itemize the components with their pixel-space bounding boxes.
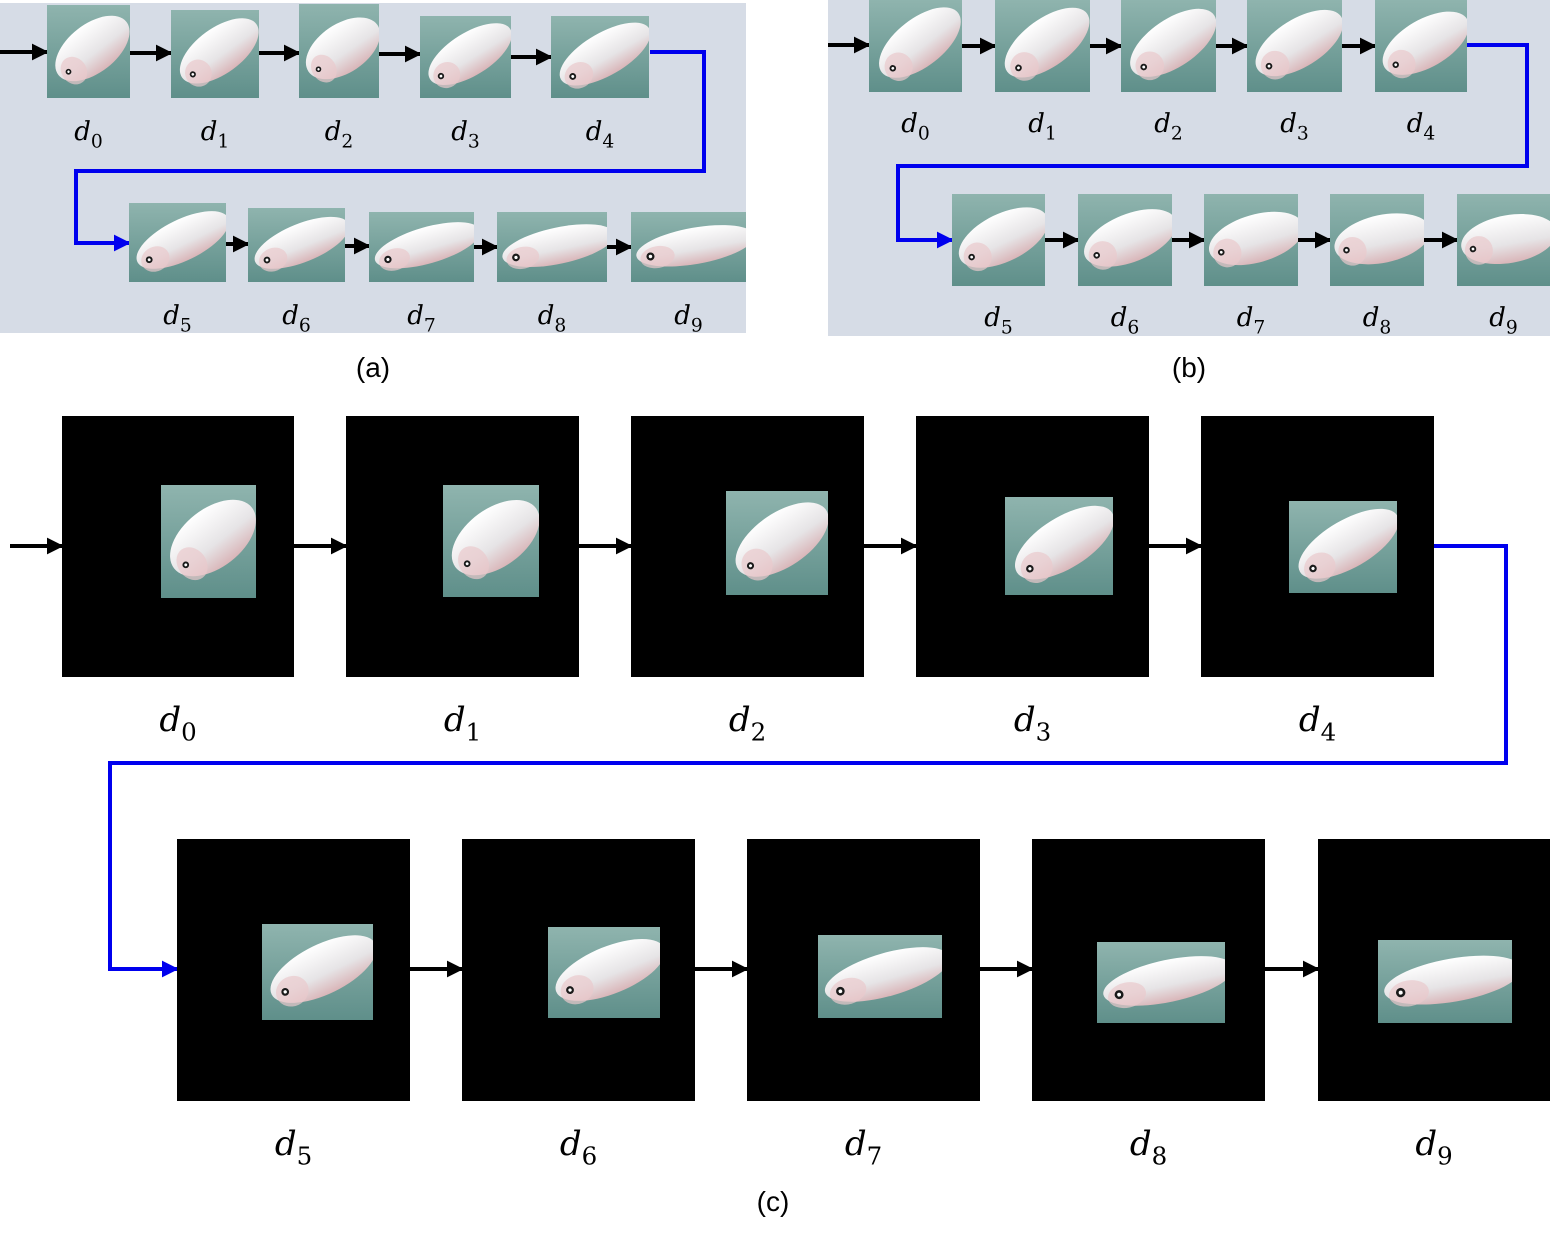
frame-label: d8 (1363, 303, 1392, 338)
fish-photo (869, 0, 962, 92)
fish-photo (952, 194, 1045, 286)
fish-photo (129, 203, 226, 282)
fish-photo (631, 212, 746, 282)
fish-photo (1121, 0, 1216, 92)
fish-photo (248, 208, 345, 282)
frame-label: d5 (163, 301, 192, 336)
fish-photo (818, 935, 942, 1018)
frame-label: d4 (586, 117, 615, 152)
frame-label: d1 (1028, 109, 1057, 144)
wrap-arrow (896, 43, 1529, 249)
frame-label: d7 (407, 301, 436, 336)
fish-photo (171, 10, 259, 98)
fish-photo (497, 212, 607, 282)
fish-photo (443, 485, 539, 597)
fish-photo (1375, 0, 1467, 92)
fish-photo (1330, 194, 1424, 286)
frame-label: d0 (901, 109, 930, 144)
frame-label: d5 (275, 1124, 312, 1171)
panel-c-caption: (c) (757, 1186, 790, 1217)
wrap-arrow (74, 50, 706, 252)
fish-photo (1078, 194, 1172, 286)
frame-label: d6 (282, 301, 311, 336)
frame-label: d3 (451, 117, 480, 152)
fish-photo (1247, 0, 1342, 92)
fish-photo (47, 5, 130, 98)
panel-b-caption: (b) (1172, 352, 1206, 383)
fish-photo (726, 491, 828, 595)
fish-photo (299, 4, 379, 98)
frame-label: d2 (1154, 109, 1183, 144)
frame-label: d4 (1299, 700, 1336, 747)
fish-photo (1457, 194, 1550, 286)
fish-photo (262, 924, 373, 1020)
fish-photo (1204, 194, 1298, 286)
frame-label: d7 (1237, 303, 1266, 338)
frame-label: d0 (159, 700, 196, 747)
fish-photo (551, 16, 649, 98)
fish-photo (995, 0, 1090, 92)
frame-label: d1 (444, 700, 481, 747)
fish-photo (548, 927, 660, 1018)
frame-label: d5 (984, 303, 1013, 338)
frame-label: d2 (325, 117, 354, 152)
frame-label: d0 (74, 117, 103, 152)
fish-photo (369, 212, 474, 282)
frame-label: d9 (1415, 1124, 1452, 1171)
fish-photo (420, 16, 511, 98)
fish-photo (1005, 497, 1113, 595)
fish-photo (1289, 501, 1397, 593)
panel-a-caption: (a) (356, 352, 390, 383)
fish-photo (161, 485, 256, 598)
frame-label: d9 (674, 301, 703, 336)
fish-photo (1378, 940, 1512, 1023)
frame-label: d9 (1489, 303, 1518, 338)
frame-label: d2 (729, 700, 766, 747)
fish-photo (1097, 942, 1225, 1023)
frame-label: d3 (1014, 700, 1051, 747)
frame-label: d8 (538, 301, 567, 336)
frame-label: d1 (201, 117, 230, 152)
frame-label: d6 (560, 1124, 597, 1171)
frame-label: d4 (1407, 109, 1436, 144)
frame-label: d8 (1130, 1124, 1167, 1171)
frame-label: d7 (845, 1124, 882, 1171)
wrap-arrow (108, 544, 1508, 978)
frame-label: d3 (1280, 109, 1309, 144)
frame-label: d6 (1111, 303, 1140, 338)
